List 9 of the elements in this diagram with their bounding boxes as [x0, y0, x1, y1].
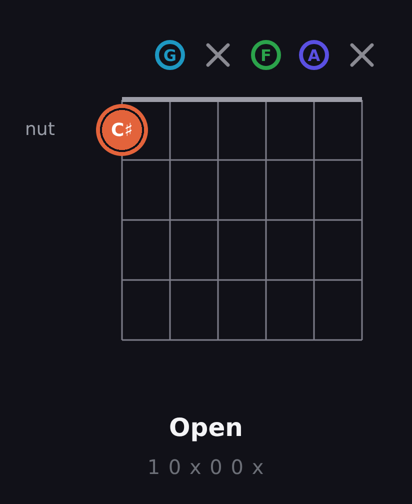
note-marker: F: [251, 40, 281, 70]
cross-icon: [350, 43, 374, 67]
note-marker: A: [299, 40, 329, 70]
nut-label: nut: [25, 119, 55, 141]
cross-icon: [206, 43, 230, 67]
fingering-text: 1 0 x 0 0 x: [147, 455, 265, 479]
note-marker: C♯: [96, 104, 148, 156]
note-marker: G: [155, 40, 185, 70]
chord-name: Open: [169, 413, 243, 443]
